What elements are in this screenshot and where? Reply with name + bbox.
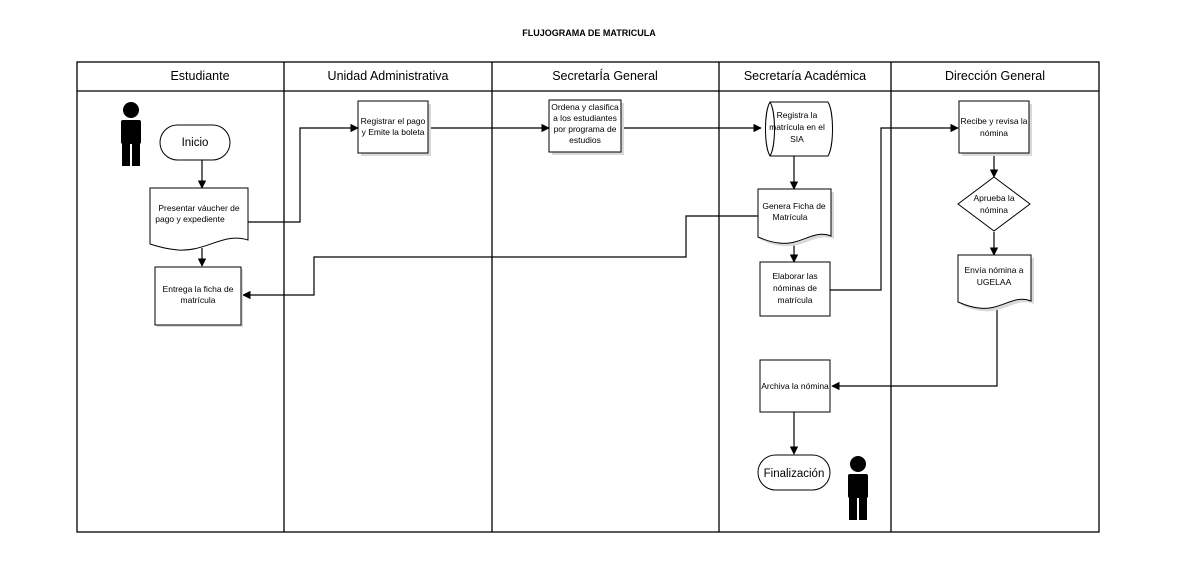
node-genera-ficha: Genera Ficha de Matrícula (757, 188, 834, 247)
diagram-title: FLUJOGRAMA DE MATRICULA (522, 28, 656, 38)
node-recibe-revisa: Recibe y revisa la nómina (958, 100, 1032, 156)
node-entrega-line: matrícula (181, 295, 216, 305)
node-elaborar-line: nóminas de (773, 283, 817, 293)
lane-header-secretaria-general: SecretarÍa General (552, 68, 658, 83)
lane-border (76, 61, 1100, 533)
node-envia-nomina: Envía nómina a UGELAA (957, 254, 1034, 312)
node-aprueba-line: Aprueba la (973, 193, 1014, 203)
node-ordena-line: Ordena y clasifica (551, 102, 619, 112)
node-ordena-line: a los estudiantes (553, 113, 617, 123)
person-icon (121, 102, 141, 166)
node-entrega-line: Entrega la ficha de (163, 284, 234, 294)
lane-header-direccion-general: Dirección General (945, 69, 1045, 83)
edges (197, 123, 999, 455)
lane-header-unidad-administrativa: Unidad Administrativa (328, 69, 449, 83)
node-presentar-line: pago y expediente (155, 214, 225, 224)
node-elaborar-nominas: Elaborar las nóminas de matrícula (759, 261, 831, 317)
node-inicio-label: Inicio (182, 137, 209, 149)
node-registrar-line: Registrar el pago (361, 116, 426, 126)
node-ordena-clasifica: Ordena y clasifica a los estudiantes por… (548, 99, 624, 155)
node-ordena-line: estudios (569, 135, 601, 145)
node-entrega-ficha: Entrega la ficha de matrícula (154, 266, 243, 327)
node-aprueba-line: nómina (980, 205, 1008, 215)
node-envia-line: UGELAA (977, 277, 1012, 287)
node-genera-line: Genera Ficha de (762, 201, 826, 211)
node-ordena-line: por programa de (554, 124, 617, 134)
lane-header-estudiante: Estudiante (170, 69, 229, 83)
node-presentar-line: Presentar váucher de (158, 203, 240, 213)
node-recibe-line: nómina (980, 128, 1008, 138)
node-presentar-vaucher: Presentar váucher de pago y expediente (149, 187, 249, 251)
person-icon (848, 456, 868, 520)
node-genera-line: Matrícula (773, 212, 808, 222)
node-registra-line: SIA (790, 134, 804, 144)
node-elaborar-line: Elaborar las (772, 271, 817, 281)
node-registra-sia: Registra la matrícula en el SIA (765, 101, 833, 157)
edge-genera-entrega (242, 215, 758, 300)
lane-header-secretaria-academica: Secretaría Académica (744, 69, 866, 83)
edge-elaborar-recibe (830, 123, 959, 291)
node-finalizacion-label: Finalización (764, 468, 825, 480)
node-registra-line: Registra la (777, 110, 818, 120)
node-archiva-line: Archiva la nómina (761, 381, 829, 391)
edge-presentar-registrar (248, 123, 359, 223)
lane-headers: Estudiante Unidad Administrativa Secreta… (170, 68, 1045, 83)
node-recibe-line: Recibe y revisa la (960, 116, 1027, 126)
node-inicio: Inicio (159, 124, 231, 161)
node-registrar-line: y Emite la boleta (362, 127, 425, 137)
node-registra-line: matrícula en el (769, 122, 825, 132)
edge-envia-archiva (831, 300, 998, 391)
node-archiva-nomina: Archiva la nómina (759, 359, 831, 413)
node-elaborar-line: matrícula (778, 295, 813, 305)
node-registrar-pago: Registrar el pago y Emite la boleta (357, 100, 431, 156)
node-envia-line: Envía nómina a (964, 265, 1023, 275)
node-finalizacion: Finalización (757, 454, 831, 491)
node-aprueba-decision: Aprueba la nómina (957, 176, 1031, 232)
swimlane-frame (76, 61, 1100, 533)
